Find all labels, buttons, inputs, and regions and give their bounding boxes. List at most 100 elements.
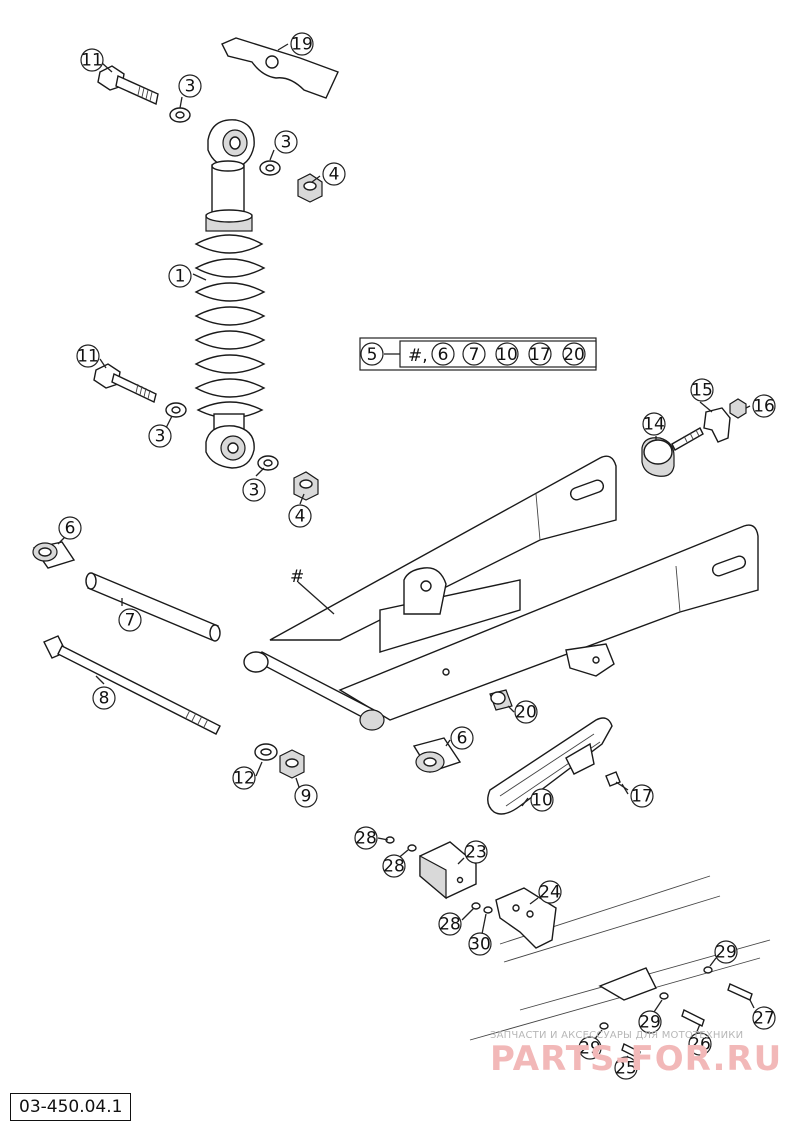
callout-number: 7 (125, 611, 136, 631)
bushing-part (32, 541, 76, 569)
callout-30: 30 (468, 932, 492, 956)
callout-number: 6 (457, 729, 468, 749)
group-item-6: 6 (438, 345, 449, 365)
bushing-part-lower (412, 737, 462, 773)
callout-number: 29 (639, 1013, 661, 1033)
lower-nut-part (293, 471, 319, 501)
callout-10: 10 (530, 788, 554, 812)
slider-screw-part (605, 771, 629, 791)
callout-6: 6 (450, 726, 474, 750)
lower-bolt-part (93, 363, 157, 403)
callout-number: 14 (643, 415, 665, 435)
callout-1: 1 (168, 264, 192, 288)
callout-number: 3 (185, 77, 196, 97)
callout-8: 8 (92, 686, 116, 710)
callout-28: 28 (354, 826, 378, 850)
callout-number: 29 (579, 1039, 601, 1059)
callout-14: 14 (642, 412, 666, 436)
axle-nut-part (279, 749, 305, 779)
chain-guide-roller-part (641, 427, 704, 477)
group-hash-marker: #, (408, 346, 428, 366)
callout-number: 12 (233, 769, 255, 789)
group-item-17: 17 (529, 345, 551, 365)
callout-29: 29 (714, 940, 738, 964)
callout-19: 19 (290, 32, 314, 56)
chain-slider-part (487, 717, 613, 815)
callout-number: 3 (281, 133, 292, 153)
callout-3: 3 (178, 74, 202, 98)
group-item-10: 10 (496, 345, 518, 365)
group-item-7: 7 (469, 345, 480, 365)
callout-number: 24 (539, 883, 561, 903)
callout-23: 23 (464, 840, 488, 864)
watermark-brand: PARTS-FOR.RU (490, 1039, 783, 1079)
lock-plate-part (703, 407, 731, 443)
upper-nut-part (297, 173, 323, 203)
hook-spanner-part (221, 37, 339, 99)
callout-11: 11 (76, 344, 100, 368)
callout-number: 25 (615, 1059, 637, 1079)
kit-group-label: 5 #, 6 7 10 17 20 (359, 337, 597, 371)
mounting-bracket-part (495, 887, 557, 949)
callout-15: 15 (690, 378, 714, 402)
callout-number: 9 (301, 787, 312, 807)
mounting-block-part (419, 841, 477, 900)
callout-number: 29 (715, 943, 737, 963)
callout-number: 1 (175, 267, 186, 287)
callout-20: 20 (514, 700, 538, 724)
site-watermark: ЗАПЧАСТИ И АКСЕССУАРЫ ДЛЯ МОТОТЕХНИКИ PA… (490, 1030, 790, 1079)
callout-number: 19 (291, 35, 313, 55)
callout-24: 24 (538, 880, 562, 904)
callout-number: 10 (531, 791, 553, 811)
group-item-20: 20 (563, 345, 585, 365)
watermark-tagline: ЗАПЧАСТИ И АКСЕССУАРЫ ДЛЯ МОТОТЕХНИКИ (490, 1030, 744, 1041)
drawing-code-label: 03-450.04.1 (10, 1093, 132, 1121)
callout-16: 16 (752, 394, 776, 418)
callout-number: 28 (439, 915, 461, 935)
callout-9: 9 (294, 784, 318, 808)
callout-26: 26 (688, 1032, 712, 1056)
callout-29: 29 (638, 1010, 662, 1034)
callout-29: 29 (578, 1036, 602, 1060)
callout-number: 26 (689, 1035, 711, 1055)
callout-number: 4 (295, 507, 306, 527)
swingarm-hash-marker: # (290, 567, 304, 587)
callout-4: 4 (322, 162, 346, 186)
callout-4: 4 (288, 504, 312, 528)
callout-number: 4 (329, 165, 340, 185)
callout-number: 3 (249, 481, 260, 501)
callout-number: 15 (691, 381, 713, 401)
callout-3: 3 (242, 478, 266, 502)
callout-number: 28 (355, 829, 377, 849)
callout-28: 28 (438, 912, 462, 936)
upper-bolt-part (97, 65, 159, 105)
callout-number: 16 (753, 397, 775, 417)
small-bushing-part (489, 689, 513, 711)
callout-6: 6 (58, 516, 82, 540)
callout-number: 11 (77, 347, 99, 367)
callout-17: 17 (630, 784, 654, 808)
callout-number: 30 (469, 935, 491, 955)
callout-11: 11 (80, 48, 104, 72)
sleeve-tube-part (85, 572, 221, 642)
small-nut-part (729, 398, 747, 419)
callout-number: 11 (81, 51, 103, 71)
callout-number: 23 (465, 843, 487, 863)
callout-number: 3 (155, 427, 166, 447)
callout-number: 8 (99, 689, 110, 709)
callout-25: 25 (614, 1056, 638, 1080)
callout-number: 28 (383, 857, 405, 877)
callout-number: 20 (515, 703, 537, 723)
callout-number: 27 (753, 1009, 775, 1029)
callout-number: 17 (631, 787, 653, 807)
shock-absorber-part (194, 119, 266, 469)
swingarm-part (243, 455, 759, 731)
callout-number: 6 (65, 519, 76, 539)
callout-3: 3 (274, 130, 298, 154)
swingarm-axle-part (43, 635, 221, 735)
callout-27: 27 (752, 1006, 776, 1030)
callout-3: 3 (148, 424, 172, 448)
callout-7: 7 (118, 608, 142, 632)
